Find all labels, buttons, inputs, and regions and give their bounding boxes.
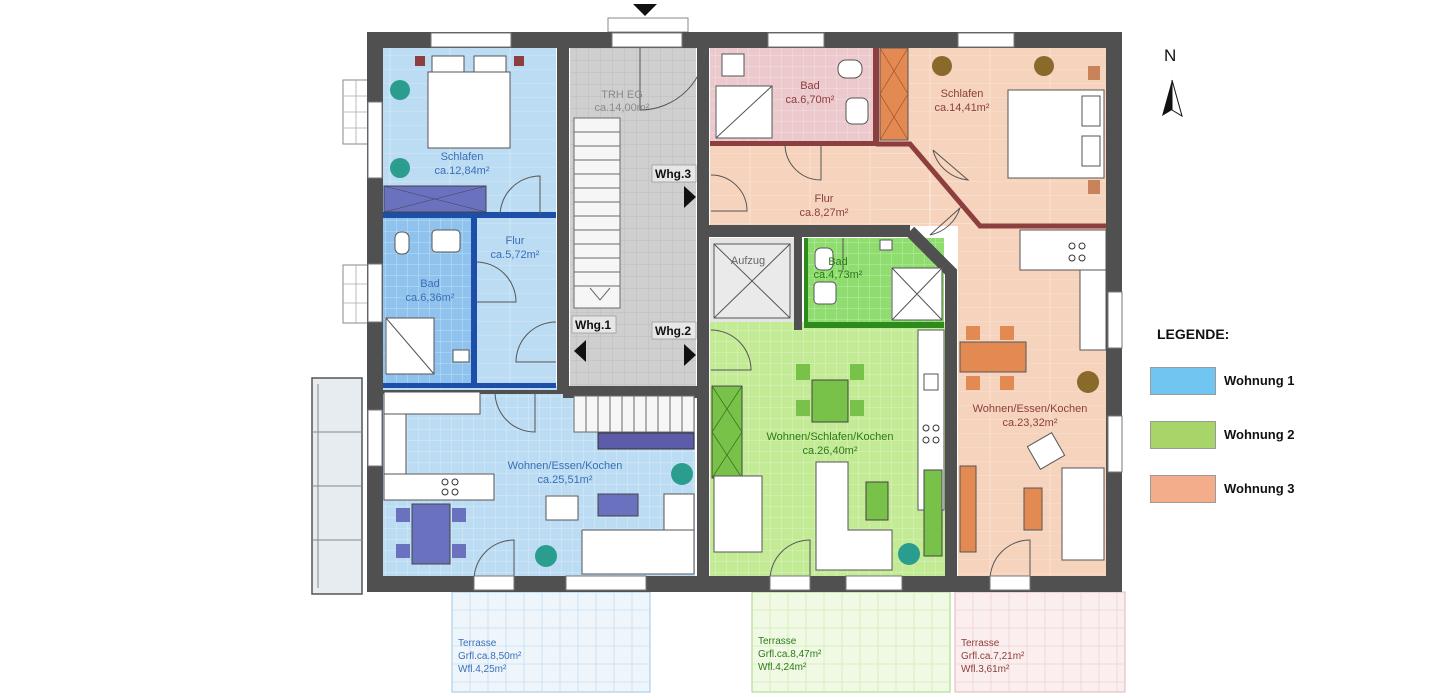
sideboard [959, 465, 977, 553]
trh-area: ca.14,00m² [594, 102, 649, 114]
armchair [1026, 432, 1066, 470]
furniture-w1 [383, 55, 695, 575]
sofa [1061, 467, 1105, 561]
dining-table [411, 503, 451, 565]
legend-label-wohnung-3: Wohnung 3 [1224, 481, 1295, 496]
terrace-labels: Terrasse Grfl.ca.8,50m² Wfl.4,25m² Terra… [458, 636, 1025, 675]
w2-wohnen-area: ca.26,40m² [802, 445, 857, 457]
w3-bad-name: Bad [800, 80, 820, 92]
bed [713, 475, 763, 553]
terrace2-wfl: Wfl.4,24m² [758, 662, 807, 673]
sofa [815, 461, 893, 571]
legend-label-wohnung-1: Wohnung 1 [1224, 373, 1295, 388]
north-label: N [1164, 46, 1177, 65]
w1-flur-area: ca.5,72m² [491, 249, 540, 261]
main-entrance-arrow [633, 4, 657, 16]
terraces [451, 591, 1126, 693]
w1-schlafen-name: Schlafen [441, 151, 484, 163]
w3-flur-name: Flur [815, 193, 834, 205]
w1-schlafen-area: ca.12,84m² [434, 165, 489, 177]
double-bed [427, 71, 511, 149]
legend-label-wohnung-2: Wohnung 2 [1224, 427, 1295, 442]
w1-bad-area: ca.6,36m² [406, 292, 455, 304]
legend-swatch-wohnung-2 [1150, 421, 1216, 449]
terrace3-name: Terrasse [961, 638, 1000, 649]
dining-table [959, 341, 1027, 373]
kitchen-counter [1019, 229, 1107, 271]
terrace-1 [451, 591, 651, 693]
w2-sink [813, 281, 837, 305]
terrace1-grfl: Grfl.ca.8,50m² [458, 651, 522, 662]
whg3-label: Whg.3 [655, 167, 691, 181]
w3-bad-area: ca.6,70m² [786, 94, 835, 106]
w2-wohnen-name: Wohnen/Schlafen/Kochen [767, 431, 894, 443]
sideboard [923, 469, 943, 557]
w3-sink [845, 97, 869, 125]
w1-wohnen-name: Wohnen/Essen/Kochen [508, 460, 623, 472]
terrace2-grfl: Grfl.ca.8,47m² [758, 649, 822, 660]
entrance-labels: Whg.3 Whg.1 Whg.2 [571, 164, 697, 366]
w1-flur-name: Flur [506, 235, 525, 247]
terrace1-wfl: Wfl.4,25m² [458, 664, 507, 675]
coffee-table [597, 493, 639, 517]
inner-walls [383, 48, 1106, 388]
dining-table [811, 379, 849, 423]
doors [473, 43, 1031, 581]
room-labels: Schlafen ca.12,84m² Flur ca.5,72m² Bad c… [406, 80, 1088, 486]
w3-wohnen-area: ca.23,32m² [1002, 417, 1057, 429]
staircase [573, 117, 695, 450]
north-arrow-icon [1162, 79, 1183, 118]
w2-bad-area: ca.4,73m² [814, 269, 863, 281]
w1-bad-name: Bad [420, 278, 440, 290]
aufzug-name: Aufzug [731, 255, 765, 267]
sofa [581, 493, 695, 575]
w1-wohnen-area: ca.25,51m² [537, 474, 592, 486]
legend-swatch-wohnung-1 [1150, 367, 1216, 395]
w3-flur-area: ca.8,27m² [800, 207, 849, 219]
whg3-arrow [684, 186, 696, 208]
windows [367, 32, 1123, 591]
terrace1-name: Terrasse [458, 638, 497, 649]
outside-elements [311, 17, 689, 595]
legend-title: LEGENDE: [1157, 326, 1230, 342]
w3-schlafen-name: Schlafen [941, 88, 984, 100]
coffee-table [865, 481, 889, 521]
trh-name: TRH EG [601, 89, 643, 101]
whg2-label: Whg.2 [655, 324, 691, 338]
coffee-table [1023, 487, 1043, 531]
wardrobe [879, 47, 909, 141]
whg2-arrow [684, 344, 696, 366]
legend-swatch-wohnung-3 [1150, 475, 1216, 503]
terrace2-name: Terrasse [758, 636, 797, 647]
terrace-2 [751, 591, 951, 693]
whg1-arrow [574, 340, 586, 362]
w3-toilet [837, 59, 863, 79]
armchair [545, 495, 579, 521]
sink [431, 229, 461, 253]
w3-schlafen-area: ca.14,41m² [934, 102, 989, 114]
toilet [394, 231, 410, 255]
furniture-w2 [711, 239, 945, 571]
whg1-label: Whg.1 [575, 318, 611, 332]
terrace3-wfl: Wfl.3,61m² [961, 664, 1010, 675]
furniture-w3 [715, 47, 1107, 561]
kitchen-counter [383, 391, 481, 415]
w3-wohnen-name: Wohnen/Essen/Kochen [973, 403, 1088, 415]
w2-toilet [814, 247, 834, 271]
elevator [713, 243, 791, 319]
cabinet [711, 385, 743, 479]
terrace3-grfl: Grfl.ca.7,21m² [961, 651, 1025, 662]
w2-bad-name: Bad [828, 256, 848, 268]
